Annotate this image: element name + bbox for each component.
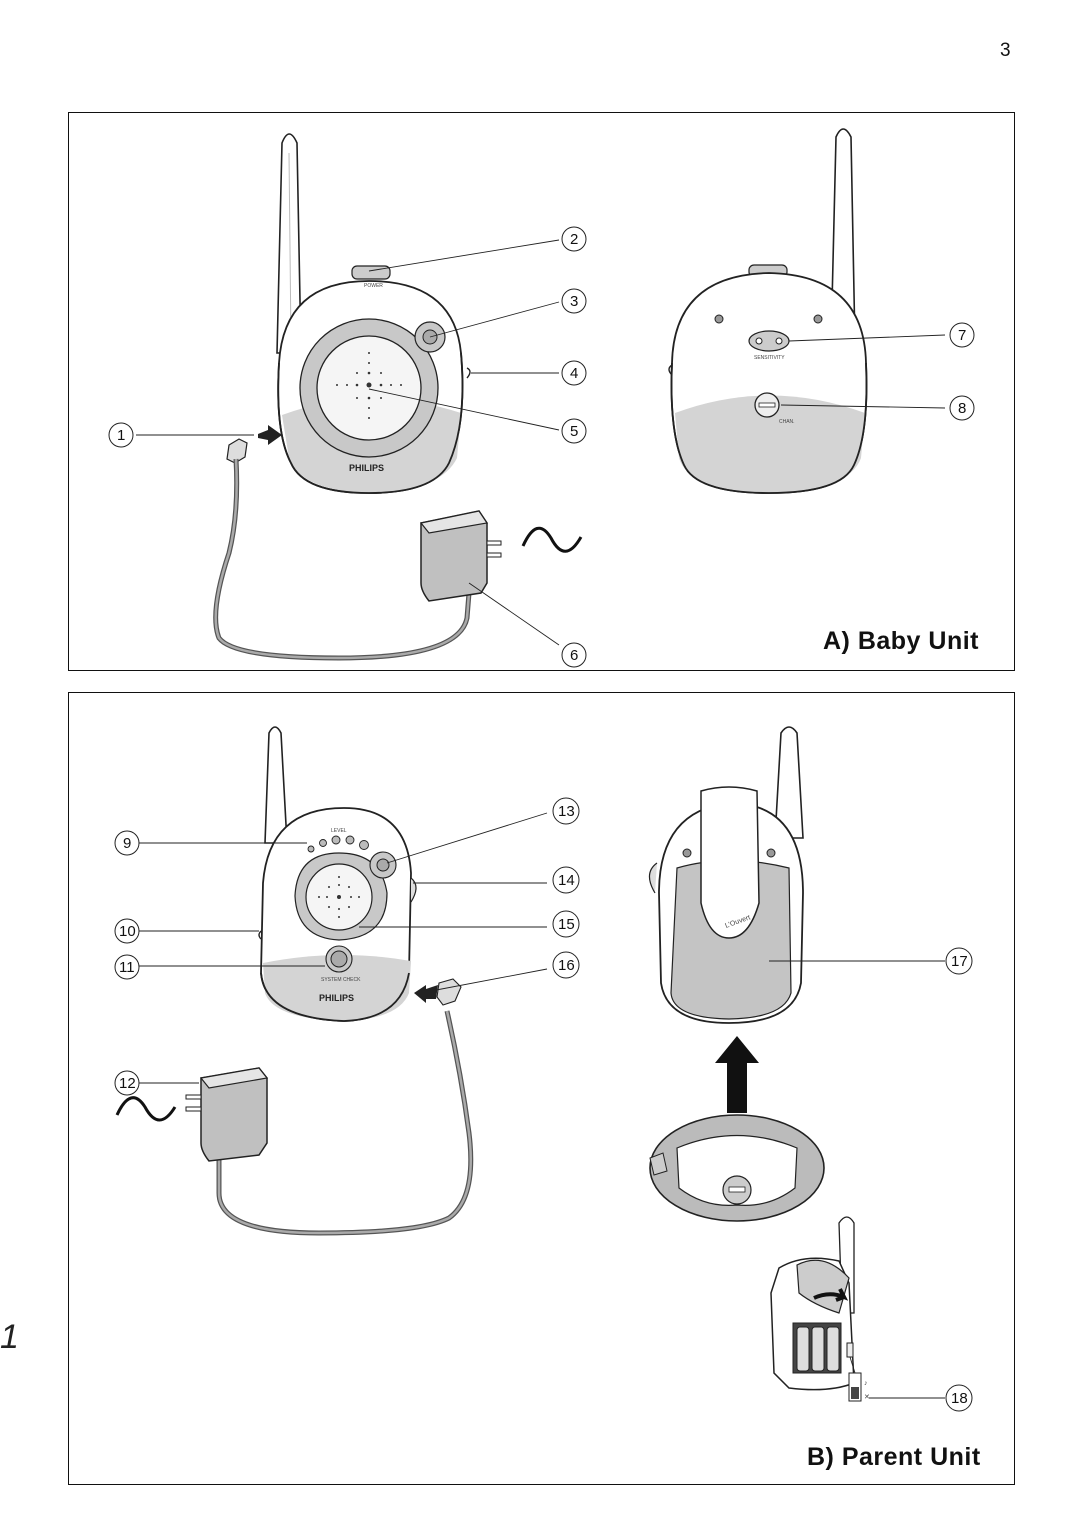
parent-dc-plug [216,978,474,1236]
sensitivity-label: SENSITIVITY [754,355,785,361]
parent-unit-front: LEVEL SYSTEM CHECK PHILIPS [258,726,417,1022]
page-number: 3 [1000,40,1011,61]
callout-4: 4 [570,365,578,382]
callout-6: 6 [570,647,578,664]
callout-15: 15 [558,916,575,933]
callout-11: 11 [119,959,135,976]
battery-compartment: ♪ ✕ [770,1216,870,1402]
callout-16: 16 [558,957,575,974]
bell-icon: ♪ [864,1380,868,1387]
baby-unit-back: SENSITIVITY CHAN. [668,128,868,494]
callout-7: 7 [958,327,966,344]
callout-2: 2 [570,231,578,248]
parent-unit-panel: LEVEL SYSTEM CHECK PHILIPS [68,692,1015,1485]
callout-5: 5 [570,423,578,440]
dc-plug [213,425,472,661]
callout-17: 17 [951,953,968,970]
ac-sine-icon [521,526,583,553]
callout-13: 13 [558,803,575,820]
power-label: POWER [364,283,383,289]
parent-unit-illustration: LEVEL SYSTEM CHECK PHILIPS [114,726,973,1412]
callout-12: 12 [119,1075,136,1092]
parent-unit-back: L'Ouvert [648,726,804,1024]
callout-9: 9 [123,835,131,852]
up-arrow-icon [715,1036,759,1113]
parent-unit-brand: PHILIPS [319,993,354,1003]
channel-label: CHAN. [779,419,795,425]
callout-8: 8 [958,400,966,417]
callout-14: 14 [558,872,575,889]
baby-unit-front: POWER PHILIPS [276,133,471,494]
callout-1: 1 [117,427,125,444]
margin-mark: 1 [0,1318,19,1356]
level-label: LEVEL [331,828,347,834]
baby-unit-brand: PHILIPS [349,463,384,473]
mute-icon: ✕ [864,1394,870,1401]
callout-18: 18 [951,1390,968,1407]
callout-10: 10 [119,923,136,940]
parent-ac-adapter [115,1067,269,1162]
baby-unit-panel: POWER PHILIPS [68,112,1015,671]
belt-clip [649,1114,825,1222]
callout-3: 3 [570,293,578,310]
parent-unit-caption: B) Parent Unit [807,1443,981,1471]
system-check-label: SYSTEM CHECK [321,977,361,983]
baby-unit-caption: A) Baby Unit [823,627,979,655]
parent-ac-sine-icon [115,1096,177,1122]
ac-adapter [419,510,583,602]
baby-unit-illustration: POWER PHILIPS [108,128,975,668]
